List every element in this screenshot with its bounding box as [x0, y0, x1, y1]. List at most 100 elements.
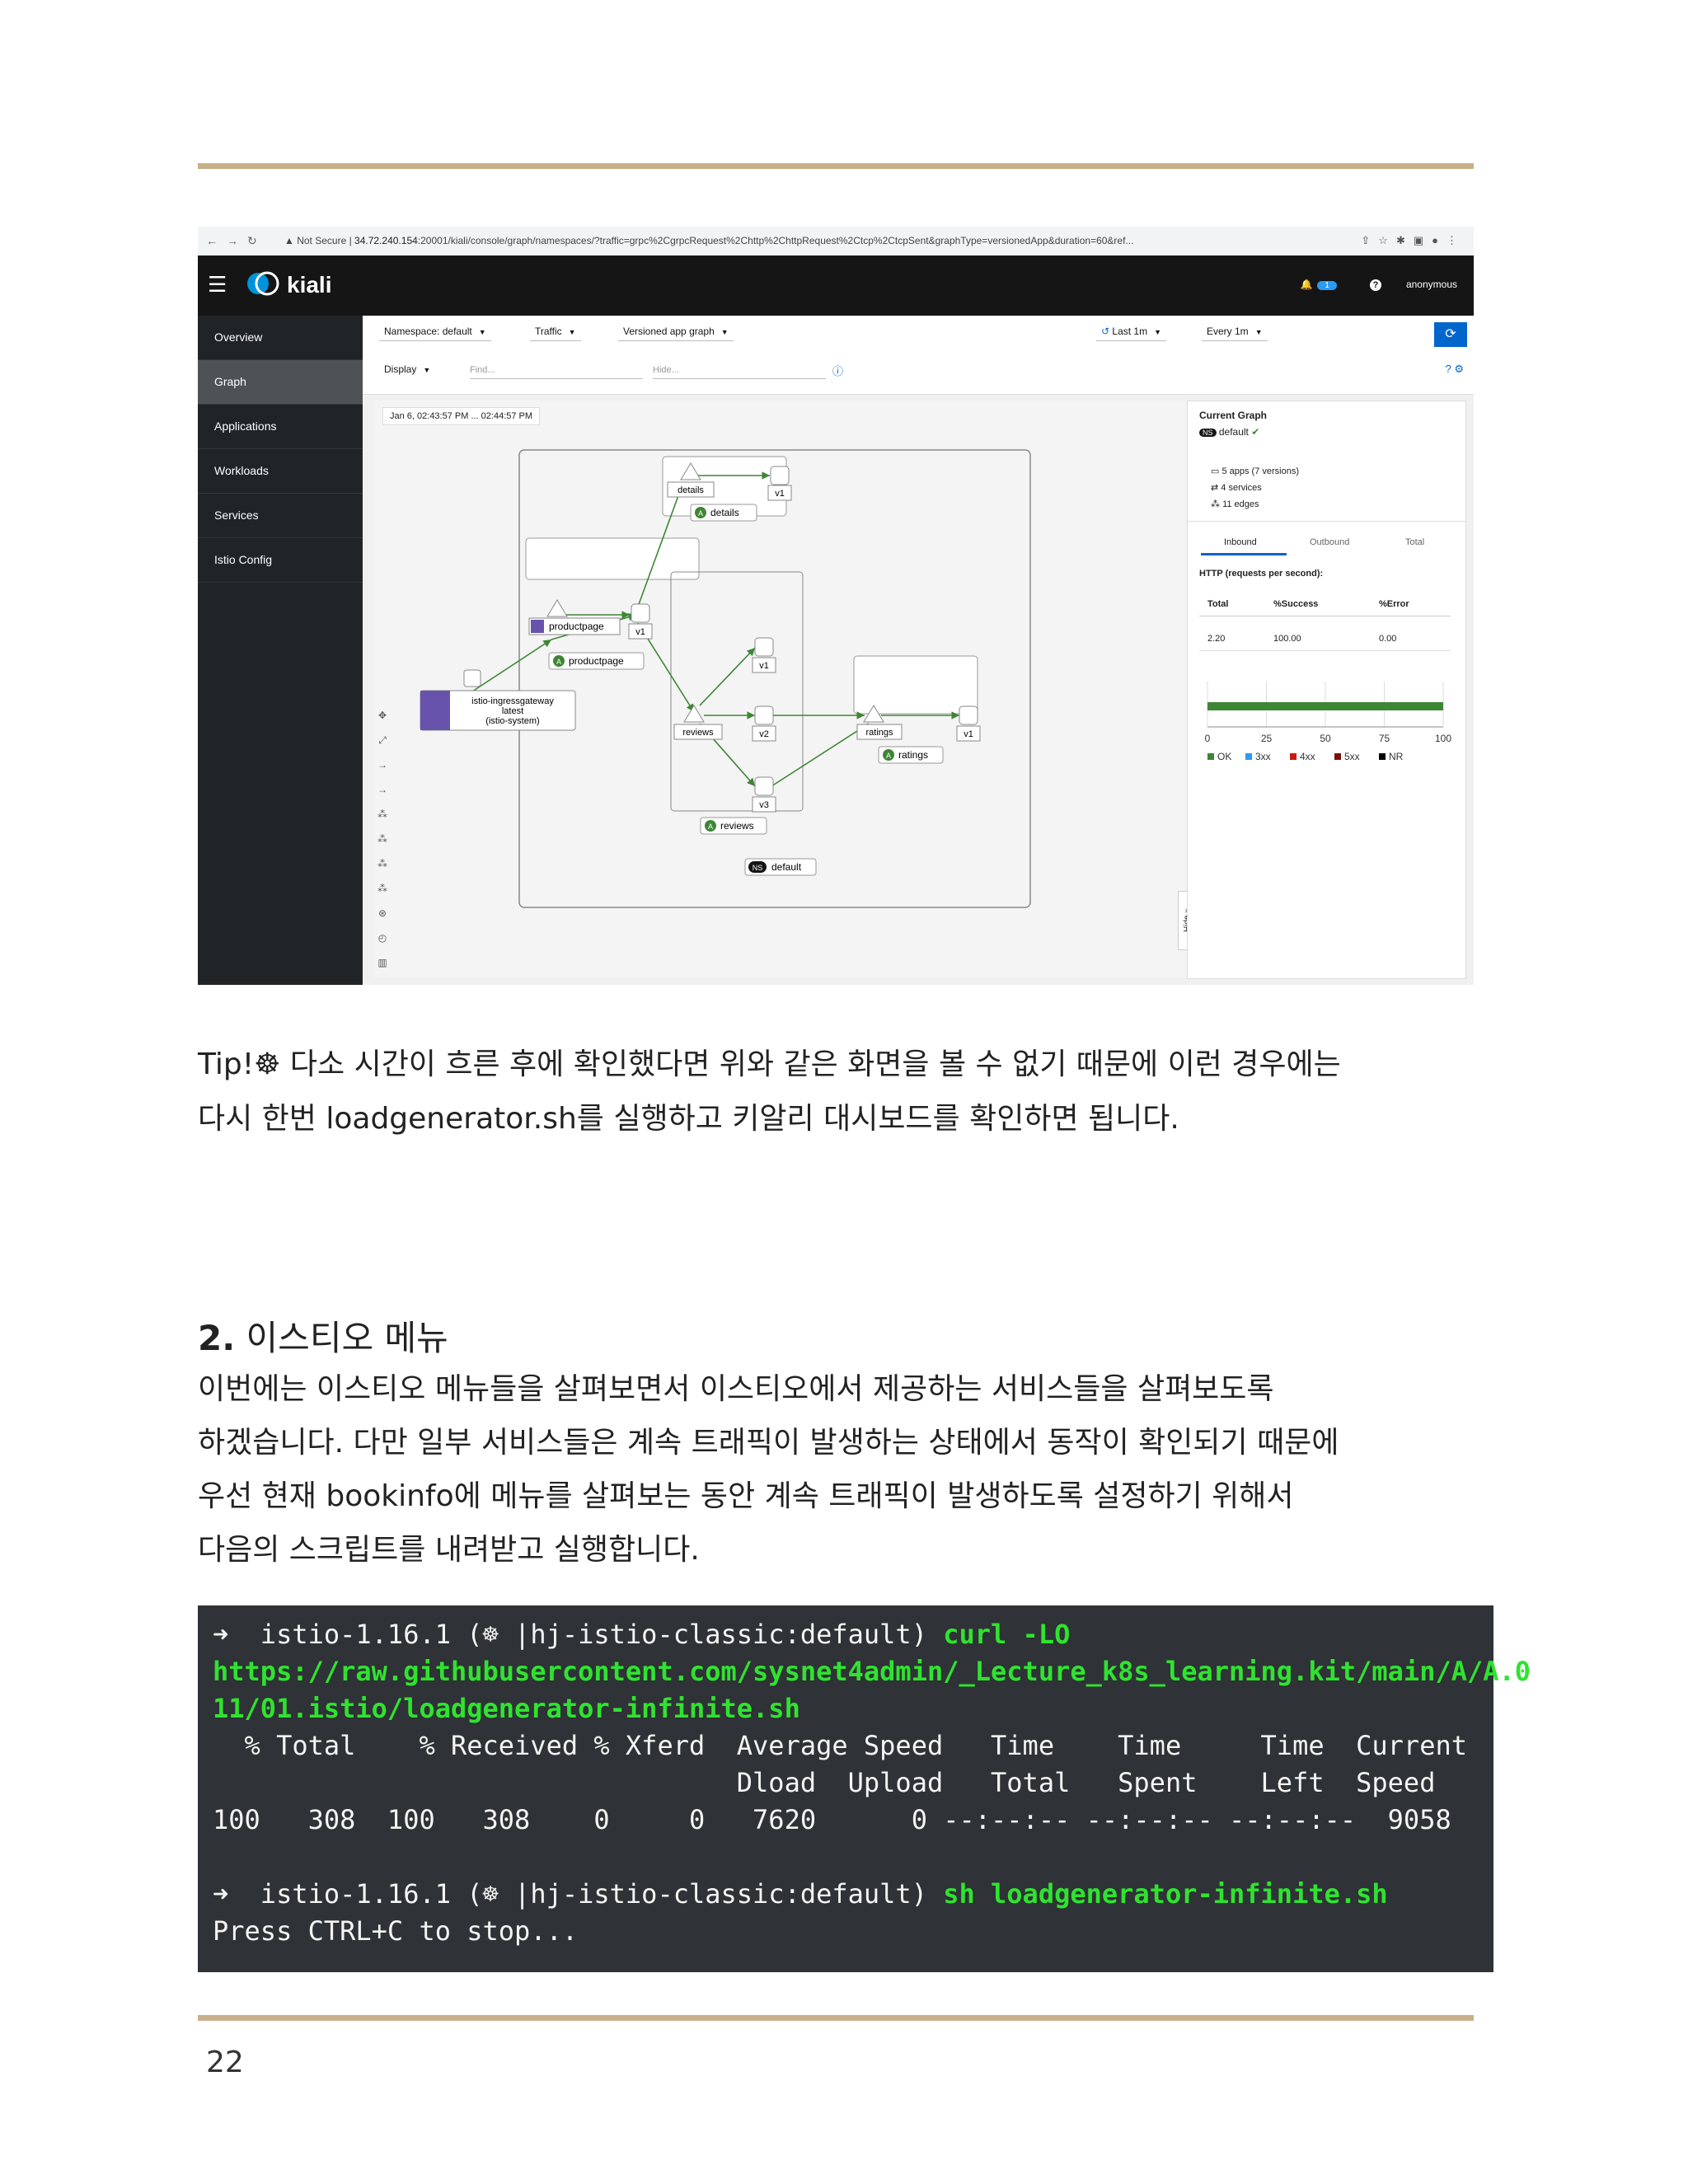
- gateway-label-2: latest: [502, 706, 523, 716]
- productpage-v1-node[interactable]: [631, 603, 650, 623]
- tab-total[interactable]: Total: [1405, 537, 1425, 547]
- edge-v3-ratings: [771, 723, 870, 787]
- chart-tick-label: 0: [1205, 733, 1211, 744]
- menu-icon[interactable]: ⋮: [1447, 234, 1465, 246]
- bell-icon[interactable]: 🔔: [1300, 279, 1313, 290]
- legend-label: OK: [1217, 751, 1231, 762]
- productpage-v1-box: [628, 623, 653, 640]
- ratings-app-icon: [883, 749, 894, 761]
- graph-canvas[interactable]: Jan 6, 02:43:57 PM ... 02:44:57 PM: [374, 401, 1198, 977]
- sidebar-item-applications[interactable]: Applications: [198, 405, 363, 449]
- traffic-select[interactable]: Traffic▼: [530, 326, 581, 341]
- productpage-app-node[interactable]: [546, 599, 568, 617]
- share-icon[interactable]: ⇪: [1361, 234, 1379, 246]
- address-bar[interactable]: ▲ Not Secure | 34.72.240.154:20001/kiali…: [284, 235, 1134, 246]
- url-path: :20001/kiali/console/graph/namespaces/?t…: [417, 235, 1134, 246]
- chart-tick-label: 100: [1435, 733, 1451, 744]
- reviews-v2-node[interactable]: [754, 705, 774, 725]
- sidebar-item-graph[interactable]: Graph: [198, 360, 363, 405]
- pan-icon[interactable]: ✥: [377, 710, 387, 721]
- val-success: 100.00: [1273, 634, 1301, 644]
- terminal-block: ➜ istio-1.16.1 (☸ |hj-istio-classic:defa…: [198, 1605, 1531, 1972]
- curl-progress-row: 100 308 100 308 0 0 7620 0 --:--:-- --:-…: [213, 1804, 1451, 1835]
- profile-icon[interactable]: ●: [1432, 234, 1447, 246]
- col-error: %Error: [1379, 599, 1409, 609]
- sidebar-item-services[interactable]: Services: [198, 494, 363, 538]
- ratings-v1-node[interactable]: [959, 705, 978, 725]
- edges-count: ⁂ 11 edges: [1211, 499, 1259, 509]
- reviews-v3-node[interactable]: [754, 776, 774, 796]
- hamburger-icon[interactable]: ☰: [208, 272, 227, 297]
- col-success: %Success: [1273, 599, 1319, 609]
- ratings-node-label: ratings: [865, 728, 893, 738]
- details-app-label: details: [710, 507, 739, 518]
- layout-3-icon[interactable]: ⁂: [377, 833, 387, 845]
- legend-label: NR: [1389, 751, 1404, 762]
- back-icon[interactable]: ←: [206, 234, 218, 247]
- legend-swatch: [1334, 753, 1341, 760]
- gateway-label-3: (istio-system): [485, 716, 539, 726]
- reload-icon[interactable]: ↻: [247, 234, 257, 247]
- layout-5-icon[interactable]: ⁂: [377, 883, 387, 894]
- terminal-url-2: 11/01.istio/loadgenerator-infinite.sh: [213, 1693, 800, 1724]
- graph-type-select[interactable]: Versioned app graph▼: [618, 326, 734, 341]
- help-icon[interactable]: ?: [1369, 279, 1381, 291]
- sidebar-item-istio-config[interactable]: Istio Config: [198, 538, 363, 583]
- tab-inbound[interactable]: Inbound: [1224, 537, 1257, 547]
- forward-icon[interactable]: →: [227, 234, 238, 247]
- curl-header-1: % Total % Received % Xferd Average Speed…: [213, 1730, 1467, 1761]
- sidebar-item-workloads[interactable]: Workloads: [198, 449, 363, 494]
- details-app-node[interactable]: [680, 462, 701, 480]
- legend-label: 3xx: [1255, 751, 1271, 762]
- productpage-label-box: [528, 617, 621, 635]
- details-label-box: [667, 481, 715, 498]
- security-label: Not Secure: [297, 235, 347, 246]
- reviews-v1-box: [752, 657, 776, 673]
- map-icon[interactable]: ▥: [377, 957, 387, 968]
- gateway-service-node[interactable]: [463, 669, 481, 687]
- layout-2-icon[interactable]: ⁂: [377, 808, 387, 820]
- layout-1-icon[interactable]: →: [377, 784, 387, 795]
- reviews-v3-box: [752, 796, 776, 813]
- panel-divider: [1188, 521, 1465, 522]
- legend-help-icon[interactable]: ? ⚙: [1445, 363, 1465, 375]
- user-name[interactable]: anonymous: [1405, 279, 1457, 290]
- notification-badge[interactable]: 1: [1317, 281, 1337, 290]
- tab-outbound[interactable]: Outbound: [1310, 537, 1350, 547]
- reviews-v3-label: v3: [759, 800, 769, 810]
- top-rule: [198, 163, 1474, 169]
- duration-select[interactable]: ↺ Last 1m▼: [1096, 326, 1166, 341]
- refresh-interval-select[interactable]: Every 1m▼: [1202, 326, 1268, 341]
- terminal-line-1: ➜ istio-1.16.1 (☸ |hj-istio-classic:defa…: [213, 1619, 1070, 1650]
- edge-pp-details: [637, 481, 685, 607]
- namespace-layout-icon[interactable]: ⊛: [377, 907, 387, 919]
- layout-4-icon[interactable]: ⁂: [377, 858, 387, 869]
- graph-timestamp: Jan 6, 02:43:57 PM ... 02:44:57 PM: [382, 407, 541, 425]
- url-host: 34.72.240.154: [354, 235, 418, 246]
- sidebar-item-overview[interactable]: Overview: [198, 316, 363, 360]
- details-v1-node[interactable]: [770, 466, 790, 485]
- reviews-app-node[interactable]: [683, 705, 705, 723]
- fit-icon[interactable]: ⤢: [378, 734, 387, 746]
- namespace-tag-icon: [748, 861, 767, 873]
- services-count-text: 4 services: [1221, 483, 1262, 493]
- ratings-app-node[interactable]: [863, 705, 884, 723]
- namespace-tag-letters: NS: [753, 864, 763, 872]
- col-total: Total: [1207, 599, 1229, 609]
- namespace-box: [518, 449, 1031, 908]
- extension-icon[interactable]: ✱: [1395, 234, 1414, 246]
- productpage-app-box: [525, 537, 700, 580]
- replay-icon[interactable]: ◴: [377, 932, 387, 944]
- namespace-select[interactable]: Namespace: default▼: [379, 326, 491, 341]
- reviews-v1-node[interactable]: [754, 637, 774, 657]
- sidepanel-icon[interactable]: ▣: [1413, 234, 1432, 246]
- refresh-button[interactable]: ⟳: [1434, 322, 1467, 347]
- val-error: 0.00: [1379, 634, 1397, 644]
- layout-default-icon[interactable]: →: [377, 759, 387, 771]
- find-input[interactable]: Find...: [470, 365, 643, 379]
- legend-swatch: [1245, 753, 1252, 760]
- star-icon[interactable]: ☆: [1378, 234, 1396, 246]
- display-select[interactable]: Display▼: [379, 363, 435, 378]
- info-icon[interactable]: ⓘ: [832, 365, 844, 377]
- hide-input[interactable]: Hide...: [653, 365, 826, 379]
